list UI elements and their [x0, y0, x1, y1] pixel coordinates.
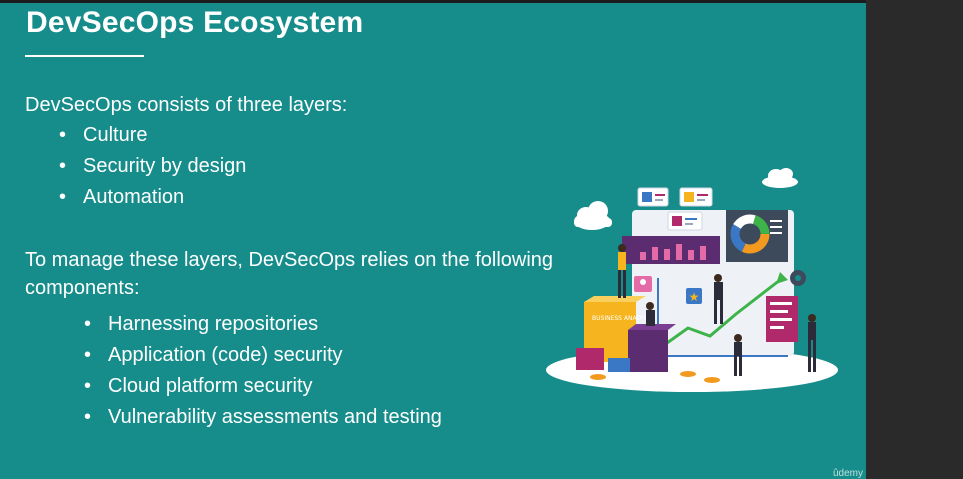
component-item: Cloud platform security — [84, 371, 442, 402]
business-analysis-sign: BUSINESS ANALYSIS — [592, 315, 652, 322]
cloud-icon — [574, 201, 612, 230]
user-card-icon — [667, 211, 703, 231]
svg-text:★: ★ — [689, 290, 700, 304]
star-icon: ★ — [686, 288, 702, 304]
slide-title: DevSecOps Ecosystem — [26, 6, 364, 39]
purple-cube — [628, 330, 668, 372]
location-pin-icon — [634, 276, 652, 292]
person-figure — [808, 314, 816, 372]
person-figure — [646, 302, 655, 326]
layer-item: Automation — [59, 182, 246, 213]
user-card-icon — [637, 187, 669, 207]
component-item: Vulnerability assessments and testing — [84, 402, 442, 433]
udemy-watermark: ûdemy — [833, 468, 864, 479]
coin-icon — [590, 371, 720, 383]
person-figure — [714, 274, 723, 324]
component-item: Application (code) security — [84, 340, 442, 371]
intro-text: DevSecOps consists of three layers: — [25, 94, 348, 116]
yellow-block-top — [584, 296, 646, 302]
component-item: Harnessing repositories — [84, 309, 442, 340]
right-side-panel — [866, 0, 963, 479]
donut-chart-icon — [726, 210, 788, 262]
purple-cube-top — [628, 324, 676, 330]
user-card-icon — [679, 187, 713, 207]
cloud-icon — [762, 168, 798, 188]
person-figure — [618, 244, 626, 298]
growth-line-green — [659, 278, 781, 350]
top-edge-strip — [0, 0, 963, 3]
layer-item: Security by design — [59, 151, 246, 182]
note-panel-lines — [770, 302, 792, 329]
person-figure — [734, 334, 742, 376]
growth-arrow-head — [776, 272, 788, 284]
components-list: Harnessing repositories Application (cod… — [84, 309, 442, 433]
mini-bar-chart — [640, 244, 706, 260]
components-intro-text: To manage these layers, DevSecOps relies… — [25, 249, 554, 299]
blue-block — [608, 358, 630, 372]
title-underline — [25, 55, 144, 57]
magenta-block — [576, 348, 604, 370]
business-analysis-illustration: ★ BUSINESS ANALYSIS — [546, 168, 838, 392]
presentation-slide: DevSecOps Ecosystem DevSecOps consists o… — [0, 3, 866, 479]
layers-list: Culture Security by design Automation — [59, 120, 246, 213]
layer-item: Culture — [59, 120, 246, 151]
gear-icon — [790, 270, 806, 286]
